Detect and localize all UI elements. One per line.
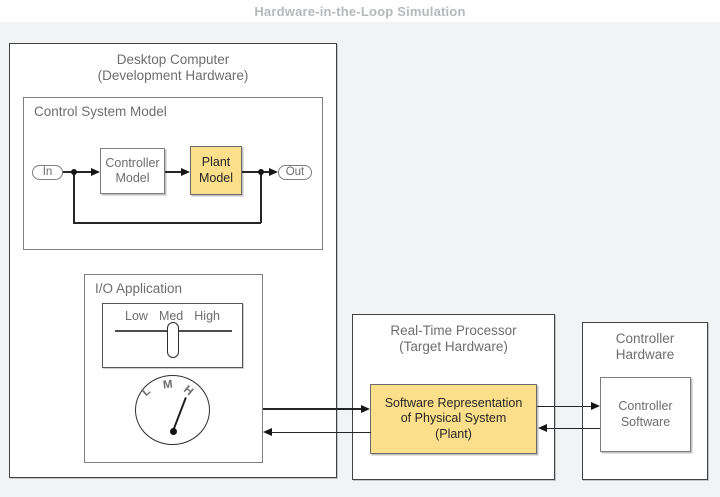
junction-dot-right [258,169,264,175]
figure-title: Hardware-in-the-Loop Simulation [254,4,466,19]
rtp-title-line2: (Target Hardware) [399,338,508,354]
slider-label-low: Low [125,309,148,323]
slider-labels: Low Med High [102,309,243,323]
feedback-wire-left-vertical [73,172,75,223]
controller-software-line2: Software [620,414,671,429]
wire-srps-to-controller-sw [537,405,592,408]
control-system-model-label: Control System Model [34,104,167,119]
gauge-dial [135,375,210,445]
junction-dot-left [71,169,77,175]
controller-software-block: Controller Software [600,377,691,452]
arrowhead-into-plant-model [181,167,190,176]
feedback-wire-right-vertical [260,172,262,223]
arrowhead-into-controller-model [91,167,100,176]
in-port-label: In [42,166,53,178]
wire-controller-sw-to-srps [546,427,600,430]
wire-plant-to-out [242,171,270,173]
srps-line1: Software Representation [384,395,523,410]
gauge-label-m: M [162,378,174,392]
controller-model-line2: Model [115,171,150,185]
wire-controller-to-plant [165,171,182,173]
slider-handle [167,322,179,358]
controller-model-block: Controller Model [100,148,165,194]
srps-line3: (Plant) [435,426,472,441]
desktop-computer-title-line2: (Development Hardware) [97,67,249,83]
software-representation-block: Software Representation of Physical Syst… [370,384,537,454]
plant-model-line1: Plant [201,155,231,169]
srps-line2: of Physical System [400,411,507,426]
arrowhead-into-controller-software [591,402,600,410]
arrowhead-into-io-app [263,428,272,436]
controller-model-line1: Controller [105,155,160,170]
wire-in-to-controller [63,171,92,173]
slider-label-med: Med [158,309,184,323]
out-port-label: Out [285,166,305,178]
controller-hardware-title-line1: Controller [615,331,675,346]
rtp-title-line1: Real-Time Processor [390,323,517,338]
plant-model-block: Plant Model [190,146,242,195]
title-strip [0,0,720,22]
controller-hardware-title-line2: Hardware [615,346,675,362]
wire-io-to-rtp [263,408,362,410]
feedback-wire-bottom [73,222,262,224]
slider-label-high: High [194,309,220,323]
plant-model-line2: Model [198,170,234,185]
controller-software-line1: Controller [618,399,673,413]
in-port: In [32,164,63,180]
io-application-label: I/O Application [95,281,183,296]
arrowhead-into-srps-right [538,424,547,432]
arrowhead-into-srps-left [361,404,370,413]
wire-rtp-to-io [271,431,371,434]
gauge-needle-pivot [169,427,177,435]
desktop-computer-title-line1: Desktop Computer [116,52,230,67]
arrowhead-into-out-port [269,167,278,176]
out-port: Out [278,164,312,180]
